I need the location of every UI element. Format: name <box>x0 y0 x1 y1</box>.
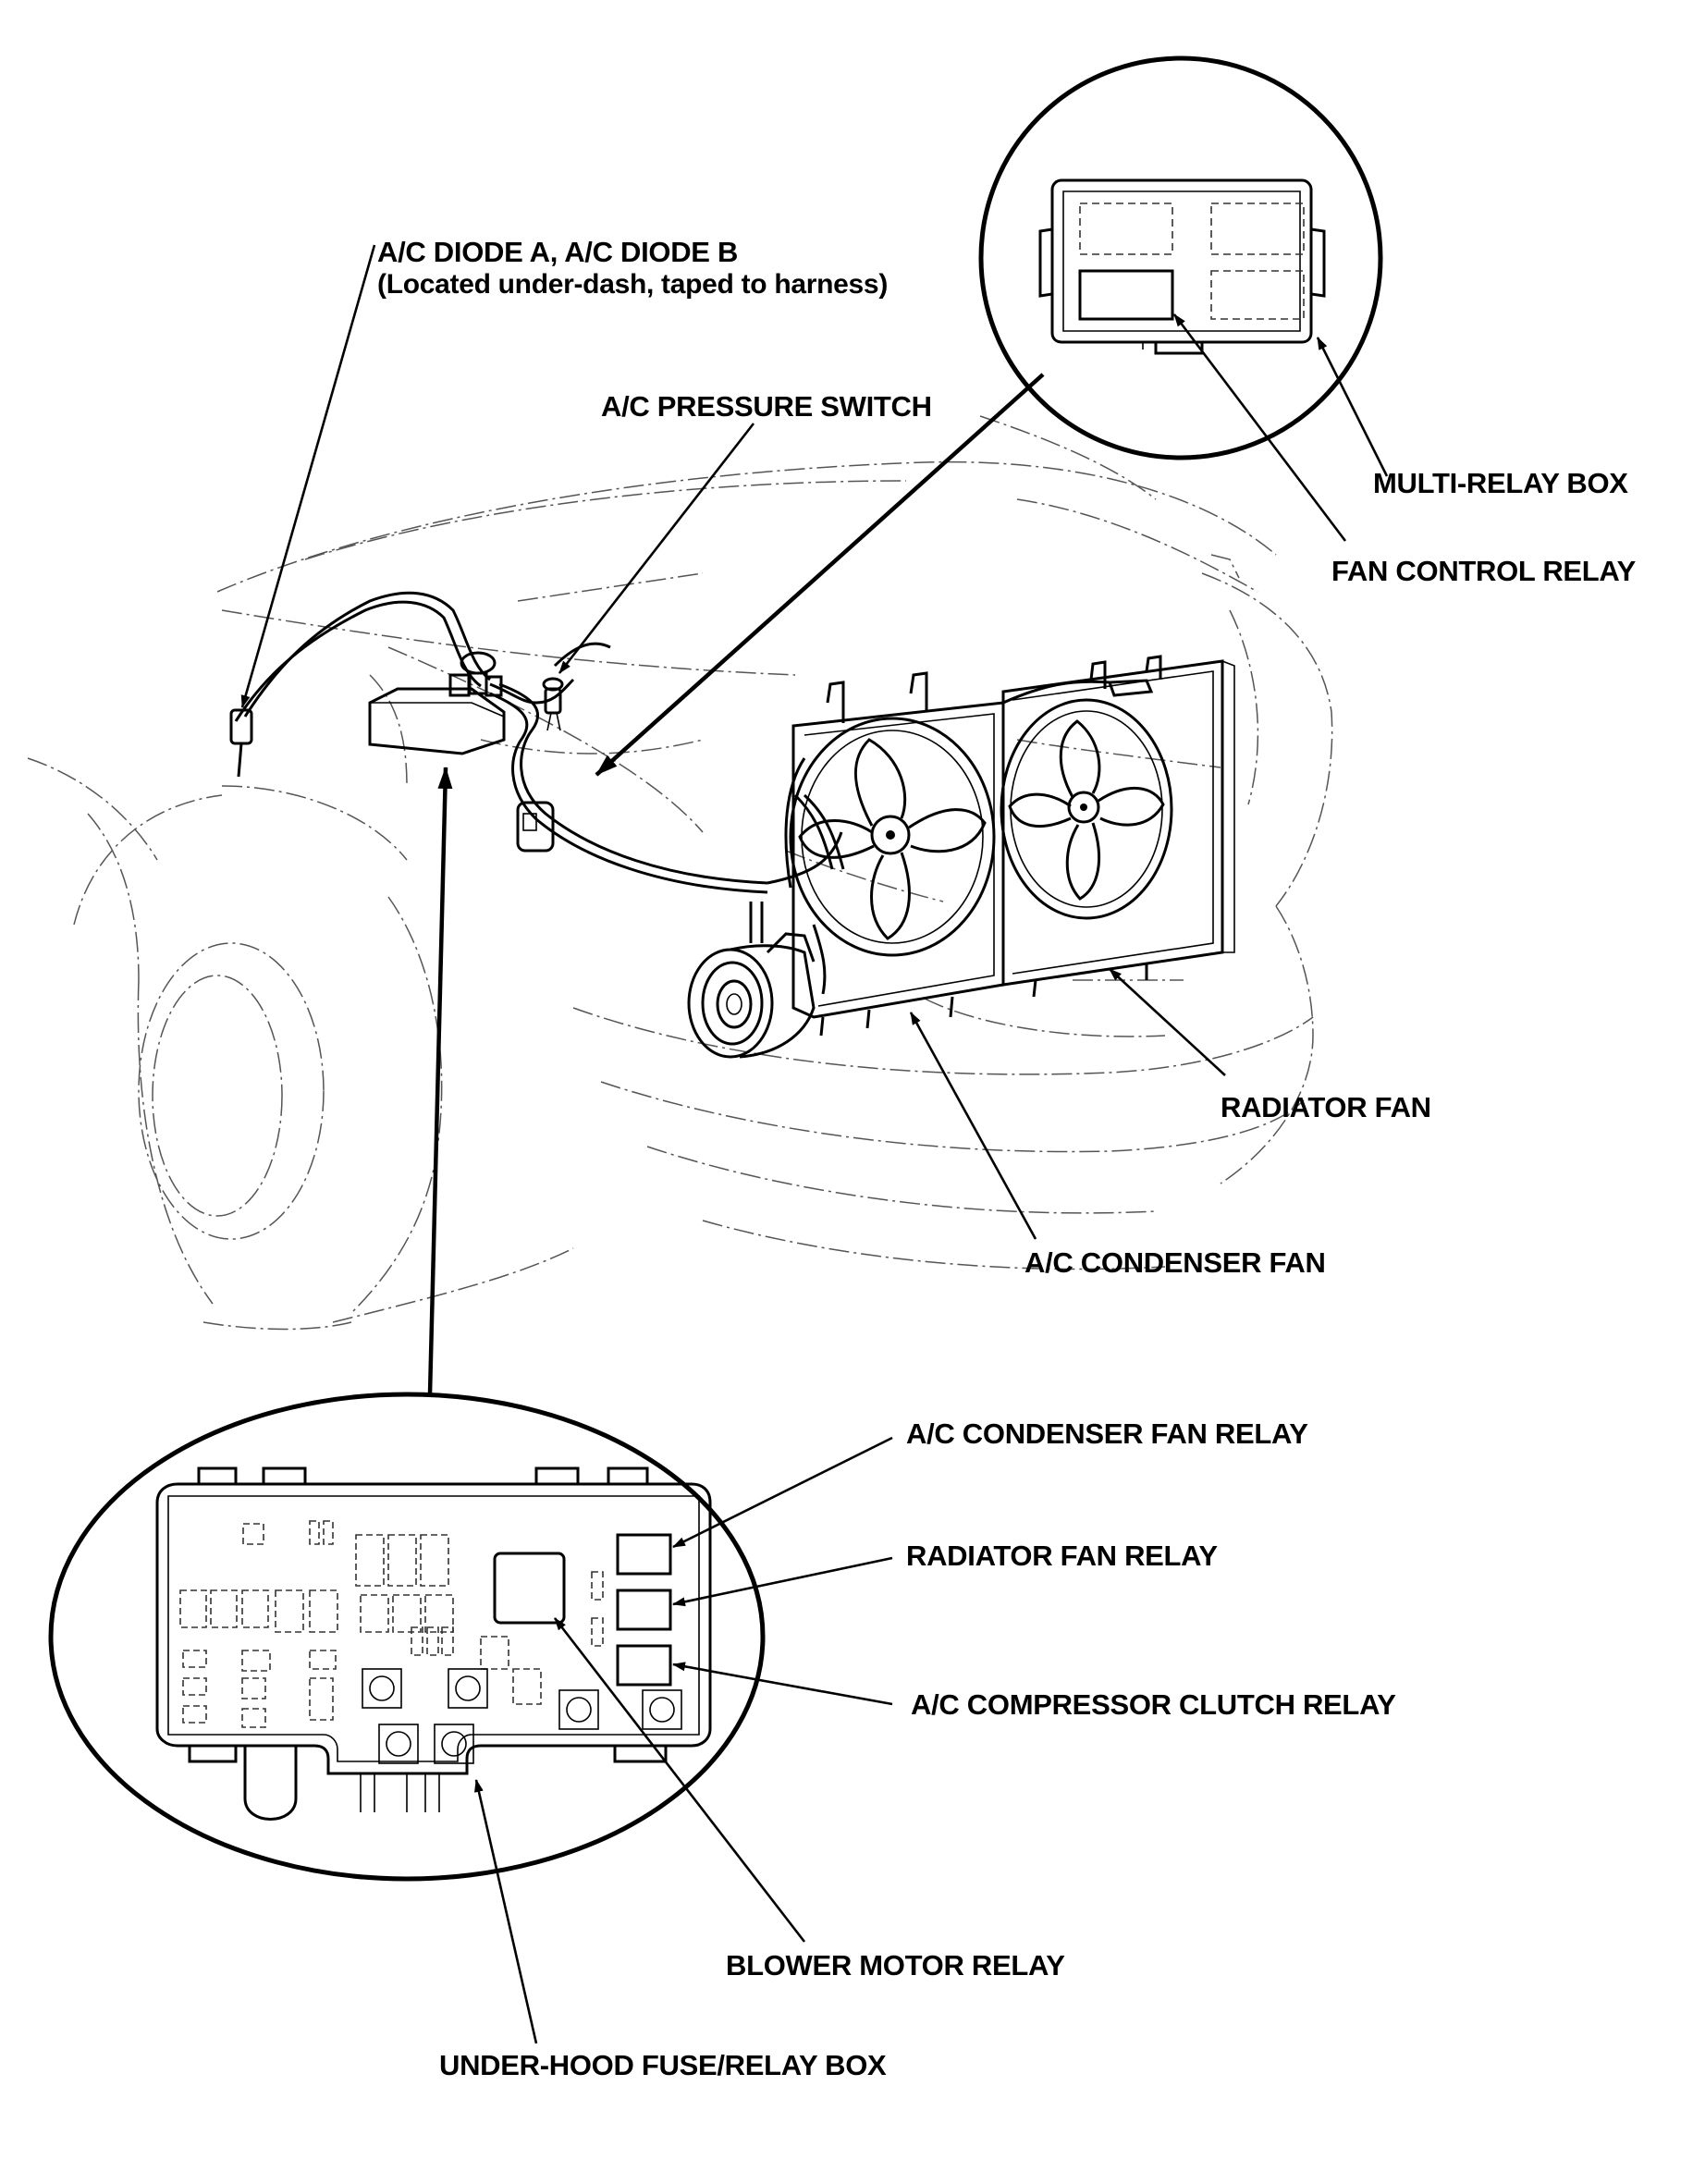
label-radiator-fan: RADIATOR FAN <box>1221 1091 1431 1123</box>
leader-multi-relay-box <box>1316 337 1389 477</box>
radiator-assembly <box>784 655 1235 1037</box>
label-multi-relay-box: MULTI-RELAY BOX <box>1373 467 1628 499</box>
leader-ac-pressure-switch <box>558 423 755 674</box>
leader-ac-condenser-fan <box>909 1012 1037 1240</box>
leader-ac-diode <box>240 244 376 708</box>
leader-fan-control-relay <box>1172 313 1347 542</box>
label-blower-motor-relay: BLOWER MOTOR RELAY <box>726 1949 1065 1982</box>
label-ac-condenser-fan-relay: A/C CONDENSER FAN RELAY <box>906 1417 1308 1450</box>
car-body-outline <box>27 415 1333 1331</box>
label-ac-diode: A/C DIODE A, A/C DIODE B <box>377 236 739 268</box>
engine-fuse-box-small <box>368 651 564 853</box>
leader-ac-compressor-clutch-relay <box>672 1662 893 1706</box>
leader-lines <box>240 244 1389 2044</box>
leader-ac-condenser-fan-relay <box>672 1436 893 1549</box>
label-ac-condenser-fan: A/C CONDENSER FAN <box>1024 1246 1326 1279</box>
label-ac-diode-note: (Located under-dash, taped to harness) <box>377 269 889 300</box>
leader-under-hood-inset <box>427 767 453 1395</box>
leader-multi-relay-inset <box>595 373 1045 777</box>
label-radiator-fan-relay: RADIATOR FAN RELAY <box>906 1540 1218 1572</box>
label-under-hood-fuse-relay-box: UNDER-HOOD FUSE/RELAY BOX <box>439 2049 887 2081</box>
leader-radiator-fan <box>1109 968 1226 1076</box>
under-hood-fuse-box-inset <box>48 1392 766 1882</box>
leader-under-hood-fuse-box <box>474 1779 538 2044</box>
label-ac-compressor-clutch-relay: A/C COMPRESSOR CLUTCH RELAY <box>911 1688 1396 1721</box>
leader-blower-motor-relay <box>553 1617 806 1943</box>
label-fan-control-relay: FAN CONTROL RELAY <box>1331 555 1637 587</box>
leader-radiator-fan-relay <box>672 1556 893 1607</box>
multi-relay-box-inset <box>978 55 1383 460</box>
wiring-harness <box>229 591 845 894</box>
ac-compressor <box>687 902 816 1059</box>
label-ac-pressure-switch: A/C PRESSURE SWITCH <box>601 390 932 423</box>
